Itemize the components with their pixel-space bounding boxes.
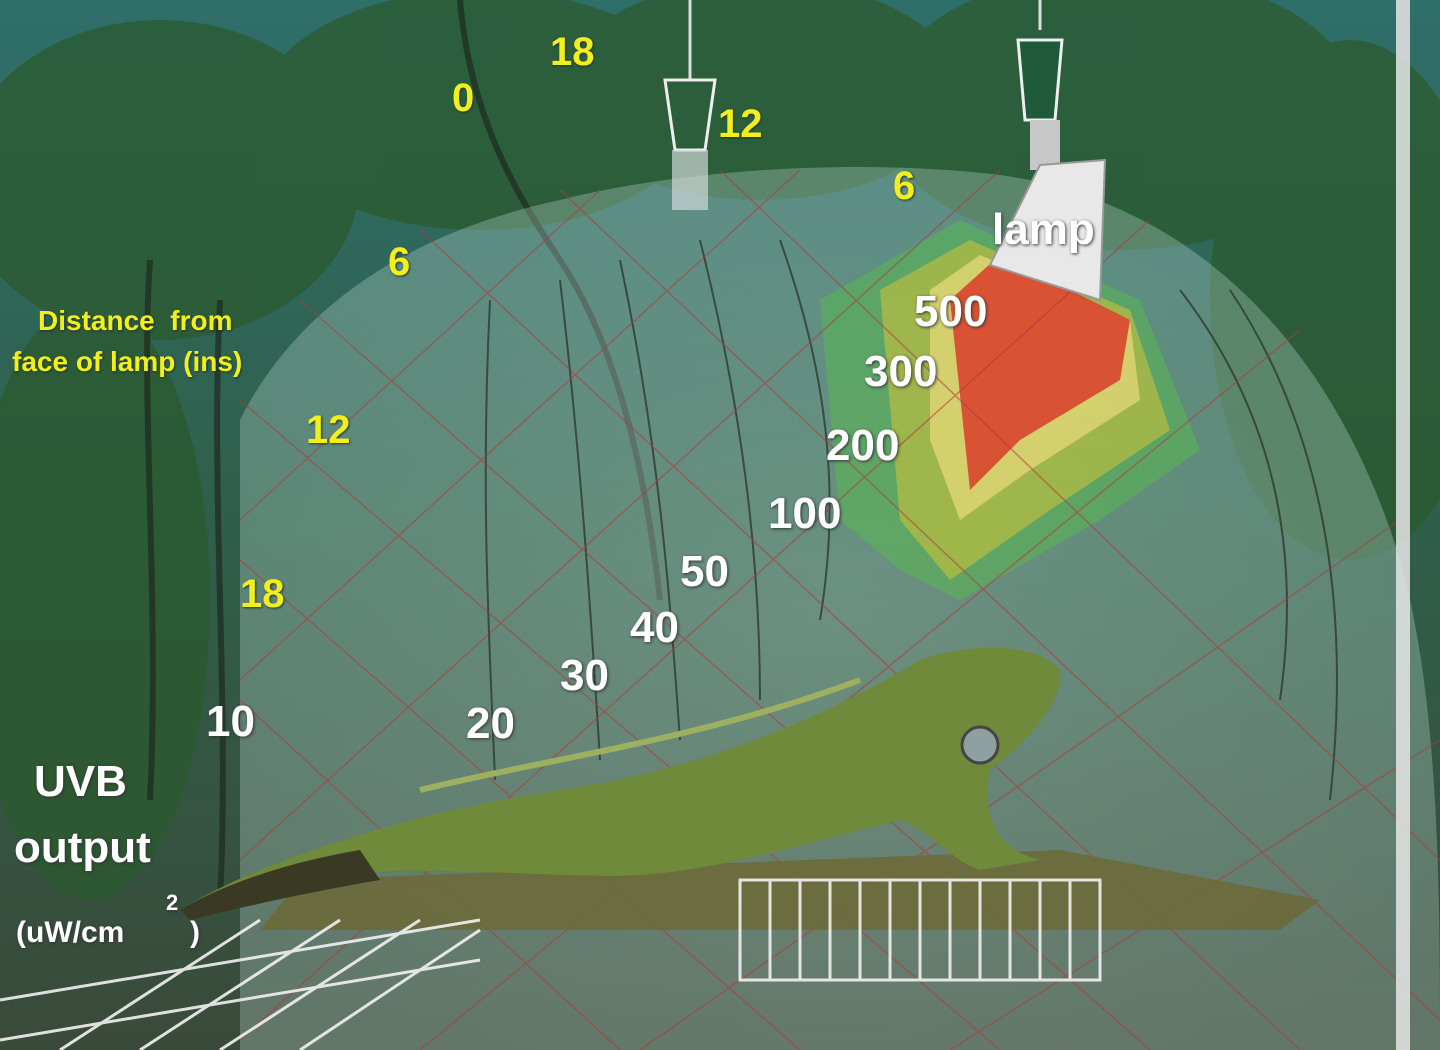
distance-mark-18-top: 18 (550, 30, 595, 74)
basking-platform (260, 850, 1320, 930)
uvb-caption-line2: output (14, 823, 151, 872)
uvb-caption-close: ) (190, 916, 200, 949)
uvb-level-500: 500 (914, 287, 988, 336)
lamp-fixture (988, 0, 1107, 302)
distance-mark-6-left: 6 (388, 240, 411, 284)
distance-mark-12-left: 12 (306, 408, 351, 452)
foliage (0, 0, 1440, 900)
distance-mark-0: 0 (452, 76, 475, 120)
uvb-level-100: 100 (768, 489, 842, 538)
uvb-caption-line3: (uW/cm (16, 916, 125, 949)
wire-rack (0, 878, 1102, 1050)
distance-caption-line2: face of lamp (ins) (12, 346, 243, 377)
distance-caption-line1: Distance from (38, 305, 233, 336)
uvb-caption-superscript: 2 (166, 890, 179, 915)
uvb-caption-line1: UVB (34, 757, 127, 806)
zone-500 (950, 255, 1130, 490)
uvb-level-300: 300 (864, 347, 938, 396)
distance-mark-12-top: 12 (718, 102, 763, 146)
distance-mark-18-left: 18 (240, 572, 285, 616)
iguana (180, 647, 1061, 920)
uvb-contours (484, 239, 1338, 801)
uvb-level-200: 200 (826, 421, 900, 470)
uvb-level-30: 30 (560, 651, 609, 700)
background-lamp (663, 0, 717, 210)
uvb-level-50: 50 (680, 547, 729, 596)
distance-mark-6-top: 6 (893, 164, 916, 208)
uvb-level-20: 20 (466, 699, 515, 748)
uvb-level-40: 40 (630, 603, 679, 652)
lamp-label: lamp (992, 205, 1095, 254)
support-pole (1396, 0, 1410, 1050)
uvb-level-10: 10 (206, 697, 255, 746)
